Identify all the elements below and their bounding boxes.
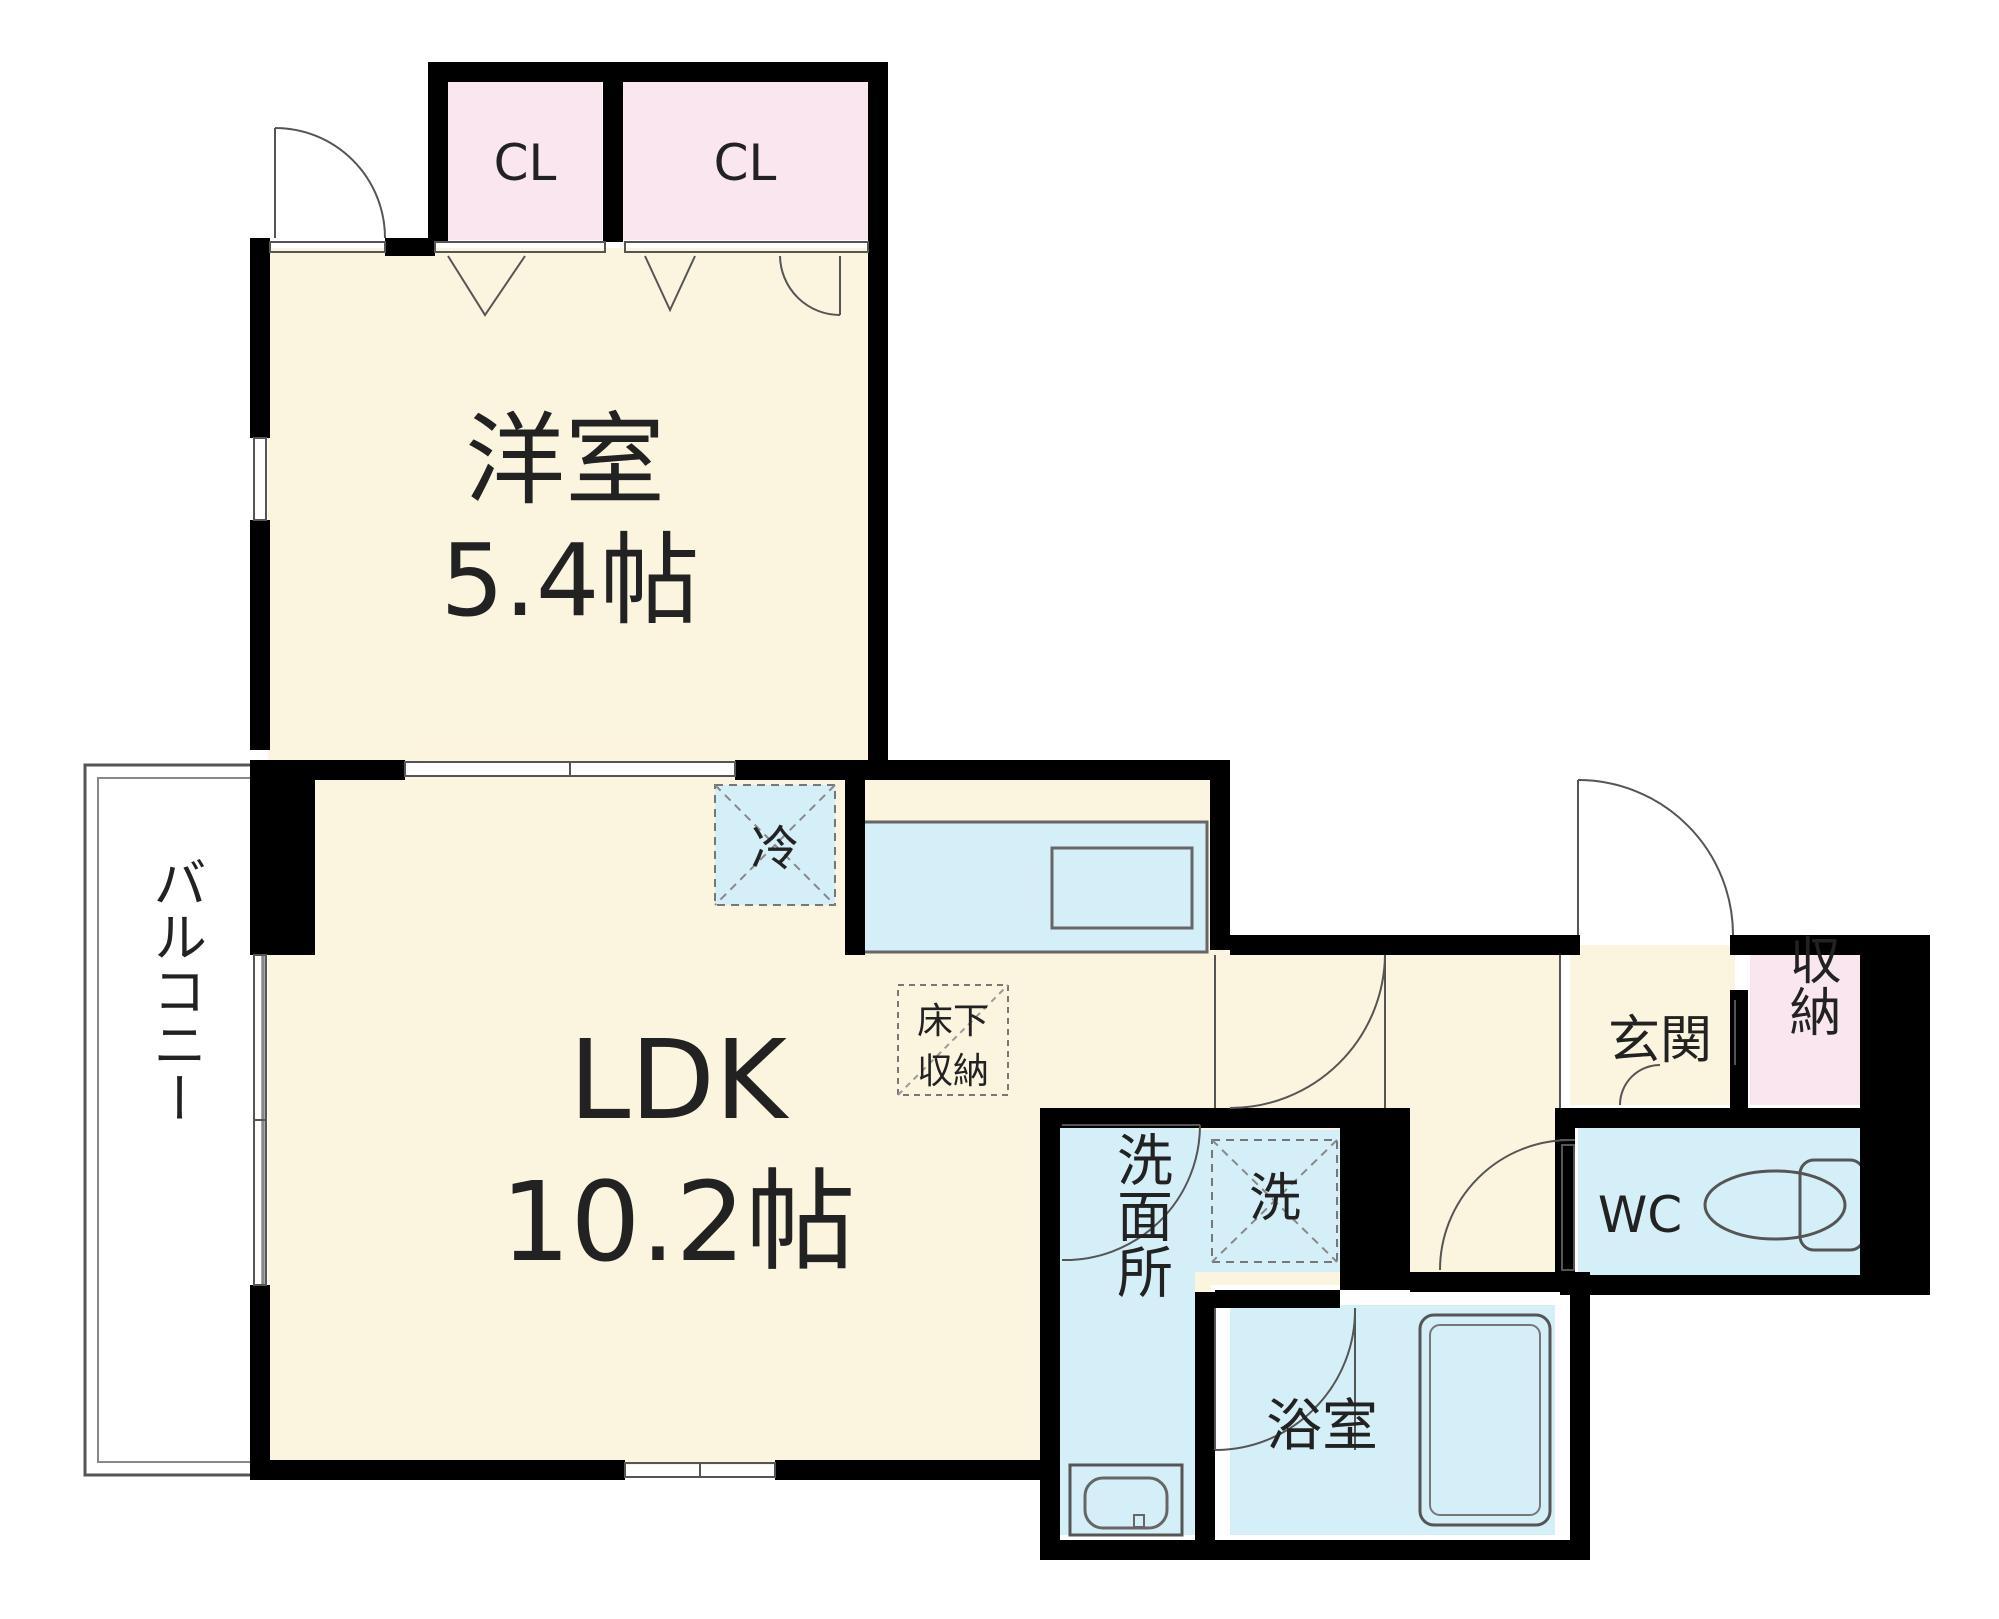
washroom-label: 洗面所 [1108, 1131, 1173, 1299]
ldk-size: 10.2帖 [501, 1158, 856, 1286]
entrance-floor [1570, 945, 1735, 1105]
wash-basin-bowl [1083, 1476, 1169, 1530]
washer-label: 洗 [1249, 1169, 1301, 1229]
storage-floor [1750, 955, 1870, 1105]
closet-1-label: CL [494, 134, 557, 192]
toilet-label: WC [1598, 1186, 1682, 1244]
closet-2-label: CL [714, 134, 777, 192]
bathroom-floor [1230, 1305, 1555, 1535]
closet-2-floor [620, 80, 868, 240]
bathtub-inner [1429, 1324, 1541, 1516]
western-room-size: 5.4帖 [440, 522, 699, 639]
kitchen-counter [860, 820, 1209, 954]
underfloor-storage-label-1: 床下 [917, 1001, 989, 1042]
refrigerator-label: 冷 [751, 821, 799, 877]
storage-label: 収納 [1780, 933, 1840, 1037]
wash-basin [1068, 1463, 1184, 1537]
bathtub [1418, 1313, 1552, 1527]
ldk-name: LDK [569, 1016, 790, 1144]
western-room-name: 洋室 [465, 402, 665, 519]
bathroom-label: 浴室 [1266, 1394, 1378, 1459]
openings [253, 127, 1736, 1478]
kitchen-sink [1050, 846, 1194, 930]
balcony-floor [83, 763, 265, 1477]
closet-1-floor [440, 80, 602, 240]
underfloor-storage-box [897, 984, 1009, 1096]
underfloor-storage-label-2: 収納 [917, 1051, 989, 1092]
entrance-label: 玄関 [1608, 1011, 1712, 1071]
western-room-floor [268, 248, 880, 763]
toilet-bowl [1703, 1169, 1847, 1241]
walls [250, 62, 1930, 1560]
balcony-label: バルコニー [144, 855, 207, 1125]
